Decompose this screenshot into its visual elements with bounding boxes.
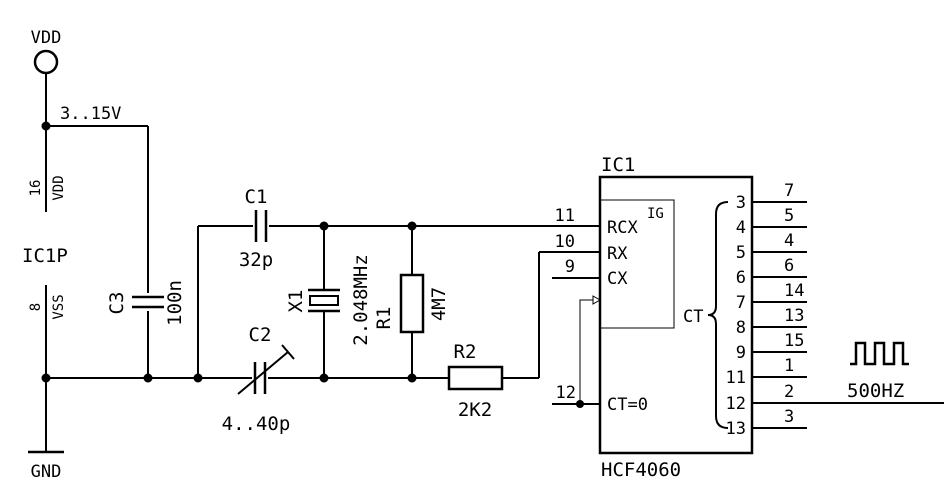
ic-part-label: HCF4060 xyxy=(601,459,681,481)
ic-output-pin-number: 1 xyxy=(784,356,794,376)
x1-ref: X1 xyxy=(285,290,307,313)
output-frequency-label: 500HZ xyxy=(847,380,904,402)
junction-dot xyxy=(576,400,584,408)
x1-value: 2.048MHz xyxy=(350,254,372,346)
c3-value: 100n xyxy=(164,280,186,326)
vdd-pin-number: 16 xyxy=(28,180,44,197)
ic-input-pin-name: RX xyxy=(607,244,628,264)
ic-input-pin-name: RCX xyxy=(607,218,638,238)
ic-output-pin-number: 7 xyxy=(784,181,794,201)
counter-label: CT xyxy=(683,307,703,327)
ic-input-pin-number: 9 xyxy=(565,257,575,277)
ic-power-part-label: IC1P xyxy=(22,245,68,267)
ic-input-pin-number: 12 xyxy=(556,383,576,403)
ic-input-pin-name: CX xyxy=(607,269,628,289)
ic-output-stage: 12 xyxy=(726,394,746,414)
ic-hcf4060: IC1 IG HCF4060 11 RCX 10 RX 9 CX 12 CT=0… xyxy=(552,154,944,481)
r1-value: 4M7 xyxy=(428,287,450,321)
ic-output-stage: 13 xyxy=(726,419,746,439)
reset-arrow xyxy=(592,295,602,305)
supply-voltage-label: 3..15V xyxy=(60,104,121,124)
ground-symbol: GND xyxy=(28,450,64,482)
c3-ref: C3 xyxy=(106,292,128,315)
capacitor-c1: C1 32p xyxy=(239,186,273,271)
reset-internal-link xyxy=(579,299,600,405)
vdd-terminal: VDD xyxy=(31,28,62,75)
ic-output-pin-number: 15 xyxy=(784,331,804,351)
ic-output-stage: 4 xyxy=(736,218,746,238)
c2-value: 4..40p xyxy=(222,413,291,435)
square-wave-icon xyxy=(850,341,909,366)
ic-output-pin-number: 5 xyxy=(784,206,794,226)
ic-input-pin-name: CT=0 xyxy=(607,395,648,415)
r2-value: 2K2 xyxy=(458,399,492,421)
vss-pin-number: 8 xyxy=(28,303,44,311)
ic-block-label: IG xyxy=(647,206,664,222)
ic-ref: IC1 xyxy=(601,154,635,176)
ic-input-pin-number: 11 xyxy=(555,206,575,226)
ic-output-stage: 7 xyxy=(736,293,746,313)
r2-ref: R2 xyxy=(454,341,477,363)
junction-dot xyxy=(41,373,51,383)
ic-output-stage: 9 xyxy=(736,343,746,363)
ic-output-stage: 8 xyxy=(736,318,746,338)
trimmer-capacitor-c2: C2 4..40p xyxy=(222,324,295,435)
ic-output-pin-number: 13 xyxy=(784,306,804,326)
resistor-r2: R2 2K2 xyxy=(447,251,600,421)
gnd-label: GND xyxy=(31,462,62,482)
vdd-label: VDD xyxy=(31,28,62,48)
ic-output-pin-number: 2 xyxy=(784,382,794,402)
ic-output-pin-number: 14 xyxy=(784,281,804,301)
ic-output-stage: 6 xyxy=(736,268,746,288)
ic-power-pins: 16 VDD IC1P 8 VSS xyxy=(22,175,68,319)
ic-output-stage: 11 xyxy=(726,368,746,388)
oscillator-block xyxy=(599,199,675,329)
counter-brace xyxy=(707,201,729,429)
ic-output-stage: 3 xyxy=(736,193,746,213)
ic-output-pin-number: 3 xyxy=(784,407,794,427)
c1-ref: C1 xyxy=(245,186,268,208)
ic-input-pin-number: 10 xyxy=(555,232,575,252)
junction-dot xyxy=(41,121,51,131)
ic-output-pin-number: 6 xyxy=(784,256,794,276)
r1-ref: R1 xyxy=(373,307,395,330)
capacitor-c3: C3 100n xyxy=(106,280,186,378)
c2-ref: C2 xyxy=(249,324,272,346)
crystal-x1: X1 2.048MHz xyxy=(285,226,372,378)
ic-output-pin-number: 4 xyxy=(784,231,794,251)
ic-output-stage: 5 xyxy=(736,243,746,263)
vdd-pin-name: VDD xyxy=(51,175,67,200)
resistor-r1: R1 4M7 xyxy=(373,226,450,378)
vss-pin-name: VSS xyxy=(51,294,67,319)
c1-value: 32p xyxy=(239,249,273,271)
